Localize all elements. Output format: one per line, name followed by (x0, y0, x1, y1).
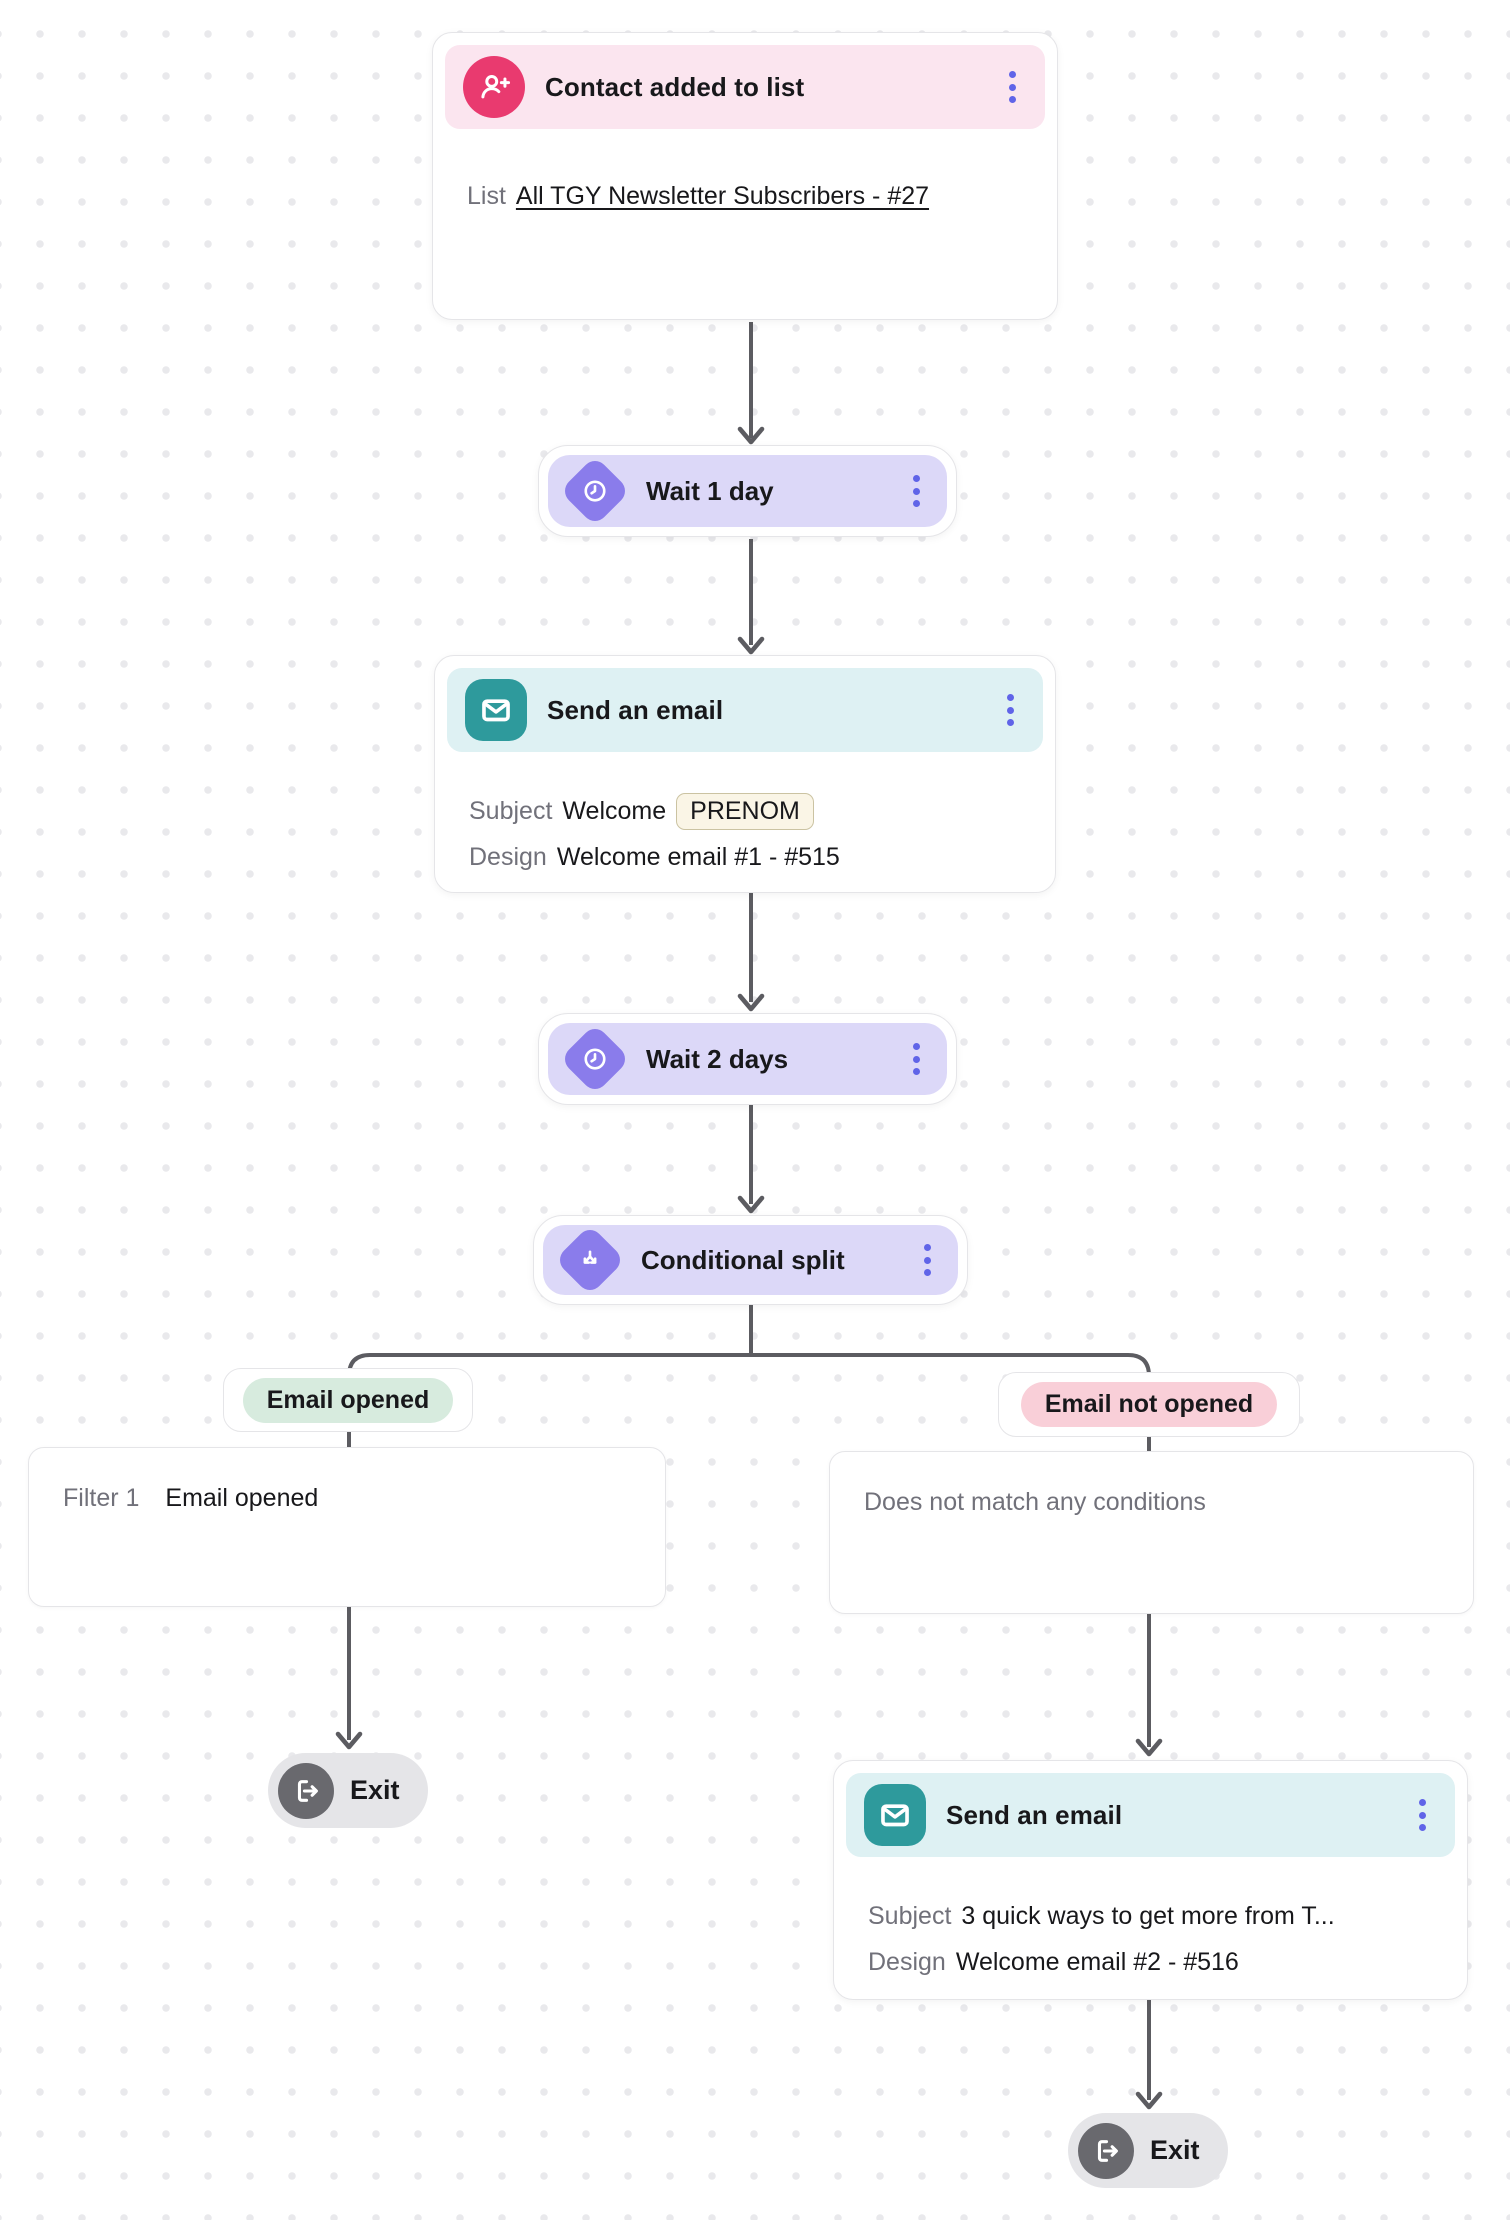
email-node-welcome-2[interactable]: Send an email Subject 3 quick ways to ge… (833, 1760, 1468, 2000)
node-title: Conditional split (641, 1244, 845, 1275)
wait-node-1-day[interactable]: Wait 1 day (538, 445, 957, 537)
list-label: List (467, 181, 506, 210)
node-title: Send an email (547, 694, 724, 725)
email-node-header: Send an email (846, 1773, 1455, 1857)
exit-node-left[interactable]: Exit (268, 1753, 428, 1828)
envelope-icon (465, 679, 527, 741)
list-link[interactable]: All TGY Newsletter Subscribers - #27 (515, 181, 930, 210)
subject-text: Welcome (562, 796, 667, 825)
clock-icon (559, 455, 631, 527)
kebab-menu-icon[interactable] (1407, 1788, 1437, 1842)
email-node-header: Send an email (447, 668, 1043, 752)
wait-node-2-days[interactable]: Wait 2 days (538, 1013, 957, 1105)
filter-value: Email opened (165, 1484, 319, 1512)
kebab-menu-icon[interactable] (995, 683, 1025, 737)
branch-label-email-not-opened[interactable]: Email not opened (998, 1372, 1300, 1437)
subject-value: 3 quick ways to get more from T... (961, 1901, 1335, 1930)
node-title: Wait 2 days (646, 1043, 789, 1074)
email-node-welcome-1[interactable]: Send an email Subject Welcome PRENOM Des… (434, 655, 1056, 893)
personalization-tag: PRENOM (676, 792, 814, 830)
exit-node-right[interactable]: Exit (1068, 2113, 1228, 2188)
trigger-node-header: Contact added to list (445, 45, 1045, 129)
trigger-node-contact-added-to-list[interactable]: Contact added to list List All TGY Newsl… (432, 32, 1058, 320)
kebab-menu-icon[interactable] (912, 1233, 942, 1287)
design-label: Design (868, 1947, 946, 1976)
node-title: Contact added to list (545, 71, 805, 102)
subject-label: Subject (868, 1901, 952, 1930)
subject-label: Subject (469, 796, 553, 825)
branch-pill-label: Email opened (242, 1377, 454, 1423)
kebab-menu-icon[interactable] (901, 464, 931, 518)
exit-label: Exit (1150, 2135, 1200, 2165)
exit-icon (1078, 2122, 1134, 2179)
filter-box-email-opened[interactable]: Filter 1 Email opened (28, 1447, 666, 1607)
design-label: Design (469, 842, 547, 871)
kebab-menu-icon[interactable] (901, 1032, 931, 1086)
condition-text: Does not match any conditions (864, 1488, 1206, 1516)
envelope-icon (864, 1784, 926, 1846)
branch-pill-label: Email not opened (1020, 1382, 1278, 1427)
design-value: Welcome email #1 - #515 (556, 842, 840, 871)
filter-label: Filter 1 (63, 1484, 140, 1512)
node-title: Wait 1 day (646, 475, 774, 506)
design-value: Welcome email #2 - #516 (955, 1947, 1239, 1976)
node-title: Send an email (946, 1799, 1123, 1830)
exit-label: Exit (350, 1775, 400, 1805)
branch-split-icon (554, 1224, 626, 1296)
clock-icon (559, 1023, 631, 1095)
condition-box-no-match[interactable]: Does not match any conditions (829, 1451, 1474, 1614)
conditional-split-node[interactable]: Conditional split (533, 1215, 968, 1305)
kebab-menu-icon[interactable] (997, 60, 1027, 114)
exit-icon (278, 1762, 334, 1819)
branch-label-email-opened[interactable]: Email opened (223, 1368, 473, 1432)
person-plus-icon (463, 56, 525, 118)
